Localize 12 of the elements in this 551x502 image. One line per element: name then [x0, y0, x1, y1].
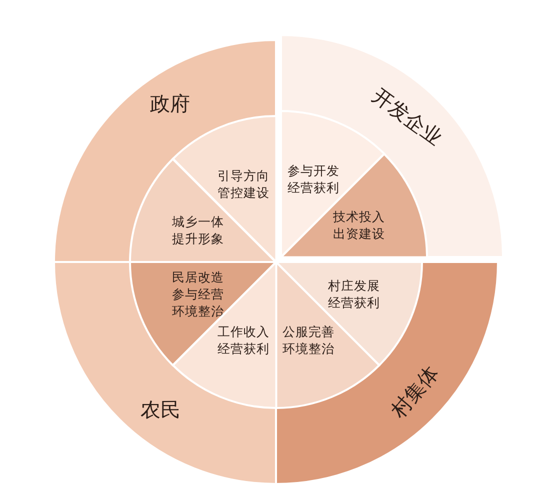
slice-label: 技术投入出资建设: [333, 208, 386, 242]
sector-title: 村集体: [385, 360, 444, 424]
slice-label: 城乡一体提升形象: [172, 212, 224, 247]
slice-label: 工作收入经营获利: [218, 323, 270, 358]
slice-label: 公服完善环境整治: [282, 323, 334, 358]
sector-title: 农民: [140, 396, 180, 424]
slice-label: 引导方向管控建设: [218, 166, 270, 201]
slice-label: 参与开发经营获利: [287, 162, 340, 196]
sector-title: 政府: [150, 90, 190, 118]
slice-label: 村庄发展经营获利: [328, 277, 380, 312]
sector-title: 开发企业: [366, 82, 448, 152]
slice-label: 民居改造参与经营环境整治: [172, 268, 224, 320]
